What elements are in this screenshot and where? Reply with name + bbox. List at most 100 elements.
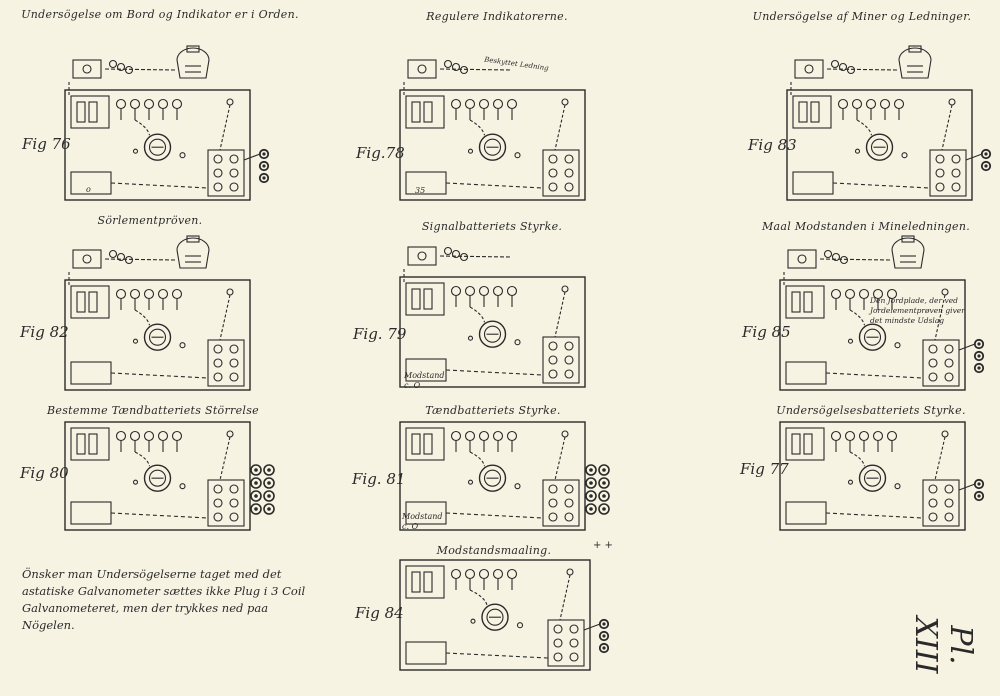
battery-cell-center bbox=[267, 494, 271, 498]
wire bbox=[243, 153, 261, 161]
fig79-box-text: Modstand c. O bbox=[404, 371, 445, 390]
plug-terminal bbox=[886, 430, 898, 442]
terminal bbox=[443, 246, 453, 256]
galvanometer-box bbox=[405, 427, 445, 461]
cell bbox=[88, 101, 98, 123]
lamp-cap bbox=[186, 235, 200, 243]
battery-cell bbox=[585, 464, 597, 476]
terminal bbox=[179, 152, 186, 159]
battery-cell-center bbox=[589, 494, 593, 498]
terminal-p bbox=[561, 98, 569, 106]
figure-78 bbox=[399, 59, 586, 201]
panel-switch bbox=[944, 484, 954, 494]
mine-terminal-center bbox=[602, 622, 606, 626]
caption-fig-84: Modstandsmaaling. bbox=[436, 544, 552, 557]
caption-fig-79: Signalbatteriets Styrke. bbox=[421, 220, 563, 233]
wire-dashed bbox=[469, 119, 486, 136]
panel-switch bbox=[928, 484, 938, 494]
plug-terminal bbox=[143, 288, 155, 300]
switch-panel bbox=[207, 339, 245, 387]
panel-switch bbox=[553, 638, 563, 648]
resistance-box bbox=[405, 641, 447, 665]
fig-label-79: Fig. 79 bbox=[353, 325, 407, 343]
panel-switch bbox=[928, 344, 938, 354]
caption-fig-77: Undersögelsesbatteriets Styrke. bbox=[776, 404, 966, 417]
switch-panel bbox=[929, 149, 967, 197]
plug-terminal bbox=[492, 98, 504, 110]
wire-dashed bbox=[219, 294, 231, 341]
galvanometer-dial bbox=[148, 469, 167, 487]
battery-cell bbox=[250, 490, 262, 502]
plug-terminal bbox=[478, 285, 490, 297]
plug-terminal bbox=[129, 288, 141, 300]
terminal bbox=[514, 483, 521, 490]
battery-cell-center bbox=[254, 481, 258, 485]
mine-terminal-center bbox=[262, 164, 266, 168]
panel-switch bbox=[548, 369, 558, 379]
plug-terminal bbox=[851, 98, 863, 110]
terminal-p bbox=[561, 285, 569, 293]
wire bbox=[965, 153, 983, 161]
galvanometer-box bbox=[785, 285, 825, 319]
terminal bbox=[443, 59, 453, 69]
panel-switch bbox=[548, 498, 558, 508]
fig-label-83: Fig 83 bbox=[748, 136, 797, 154]
plug-terminal bbox=[879, 98, 891, 110]
plug-terminal bbox=[464, 98, 476, 110]
panel-switch bbox=[213, 484, 223, 494]
plate-number: Pl. XIII bbox=[908, 616, 978, 674]
switch-panel bbox=[922, 479, 960, 527]
key-switch bbox=[72, 59, 102, 79]
wire bbox=[958, 483, 976, 491]
panel-switch bbox=[569, 652, 579, 662]
plug-terminal bbox=[464, 568, 476, 580]
plug-terminal bbox=[450, 430, 462, 442]
panel-switch bbox=[229, 182, 239, 192]
terminal bbox=[894, 483, 901, 490]
plug-terminal bbox=[157, 288, 169, 300]
fig-label-84: Fig 84 bbox=[355, 604, 404, 622]
wire-dashed bbox=[439, 255, 511, 258]
galvanometer-box bbox=[70, 427, 110, 461]
terminal bbox=[132, 148, 139, 154]
wire-dashed bbox=[219, 104, 231, 151]
wire-dashed bbox=[825, 372, 924, 379]
terminal-p bbox=[941, 430, 949, 438]
wire-dashed bbox=[469, 451, 486, 467]
galvanometer-dial bbox=[486, 608, 504, 626]
panel-switch bbox=[928, 358, 938, 368]
wire-dashed bbox=[941, 104, 953, 151]
panel-switch bbox=[944, 344, 954, 354]
mine-terminal bbox=[258, 160, 270, 172]
footnote-text: Önsker man Undersögelserne taget med det… bbox=[22, 567, 306, 632]
board-outline bbox=[399, 559, 591, 671]
plug-terminal bbox=[450, 568, 462, 580]
terminal bbox=[451, 249, 461, 259]
battery-cell-center bbox=[589, 468, 593, 472]
plug-terminal bbox=[492, 430, 504, 442]
cell bbox=[798, 101, 808, 123]
wire bbox=[958, 343, 976, 351]
panel-switch bbox=[564, 355, 574, 365]
cell bbox=[88, 433, 98, 455]
cell bbox=[803, 433, 813, 455]
panel-switch bbox=[553, 652, 563, 662]
panel-switch bbox=[229, 344, 239, 354]
figure-84 bbox=[399, 559, 610, 671]
galvanometer-box bbox=[792, 95, 832, 129]
panel-switch bbox=[229, 498, 239, 508]
mine-terminal-center bbox=[977, 366, 981, 370]
cell bbox=[791, 433, 801, 455]
galvanometer-box bbox=[405, 95, 445, 129]
galvanometer bbox=[143, 464, 172, 492]
battery-cell bbox=[250, 503, 262, 515]
wire-dashed bbox=[104, 68, 176, 71]
mine-terminal bbox=[973, 350, 985, 362]
panel-switch bbox=[213, 168, 223, 178]
plug-terminal bbox=[858, 288, 870, 300]
wire-dashed bbox=[104, 258, 176, 261]
wire-dashed bbox=[110, 512, 209, 519]
switch-panel bbox=[207, 479, 245, 527]
battery-cell-center bbox=[254, 494, 258, 498]
galvanometer-box bbox=[405, 282, 445, 316]
